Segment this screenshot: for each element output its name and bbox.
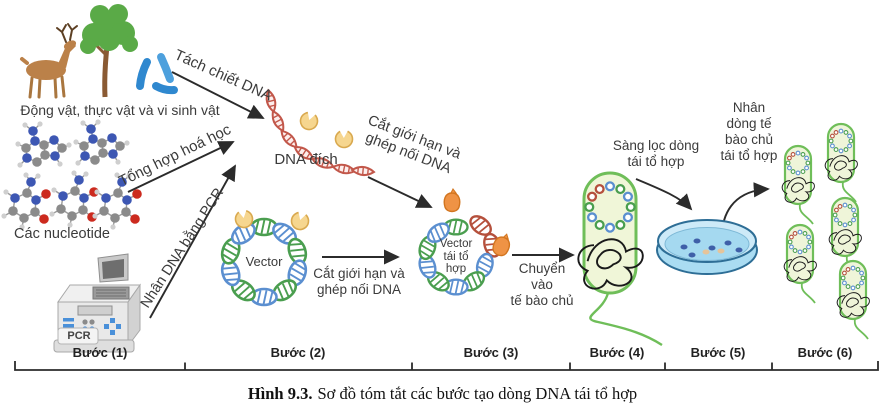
step-2-label: Bước (2) (270, 345, 326, 360)
restriction-enzyme-icon (289, 207, 312, 232)
dna-target-label: DNA đích (274, 151, 338, 168)
pcr-amplification-arrow (149, 164, 236, 319)
deer-icon (20, 23, 78, 99)
extract-dna-arrow (171, 71, 265, 119)
cut-ligate-bottom-label: Cắt giới hạn và ghép nối DNA (313, 266, 405, 297)
restriction-enzyme-icon (298, 107, 321, 132)
organisms-label: Động vật, thực vật và vi sinh vật (20, 102, 220, 118)
figure-number: Hình 9.3. (247, 384, 313, 403)
colonies (680, 238, 743, 258)
step-5-label: Bước (5) (690, 345, 746, 360)
figure-caption: Hình 9.3.Sơ đồ tóm tắt các bước tạo dòng… (0, 384, 885, 404)
host-cell (577, 171, 663, 347)
tree-icon (80, 4, 138, 98)
process-arrows (127, 71, 770, 319)
pcr-machine-icon (53, 253, 141, 353)
petri-dish (656, 219, 758, 275)
step-3-label: Bước (3) (463, 345, 519, 360)
step-1-label: Bước (1) (72, 345, 128, 360)
figure-caption-text: Sơ đồ tóm tắt các bước tạo dòng DNA tái … (317, 384, 638, 403)
vector-label: Vector (245, 254, 283, 269)
screen-clones-arrow (635, 178, 693, 211)
recombinant-vector-label: Vector tái tổ hợp (439, 238, 473, 276)
flagellum (589, 292, 663, 347)
cloned-host-cells (782, 124, 869, 339)
step-4-label: Bước (4) (589, 345, 645, 360)
pcr-machine-label: PCR (67, 330, 91, 342)
cut-ligate-top-arrow (367, 176, 433, 208)
ligase-enzyme-icon (443, 188, 461, 213)
chemical-synthesis-arrow (127, 141, 235, 193)
bacteria-icon (136, 53, 178, 95)
transfer-to-host-label: Chuyển vào tế bào chủ (510, 261, 574, 308)
step-bracket (14, 361, 879, 371)
clone-host-cells-label: Nhân dòng tế bào chủ tái tổ hợp (720, 100, 778, 163)
nucleotides-label: Các nucleotide (14, 226, 110, 242)
step-6-label: Bước (6) (797, 345, 853, 360)
screen-clones-label: Sàng lọc dòng tái tổ hợp (612, 138, 700, 169)
